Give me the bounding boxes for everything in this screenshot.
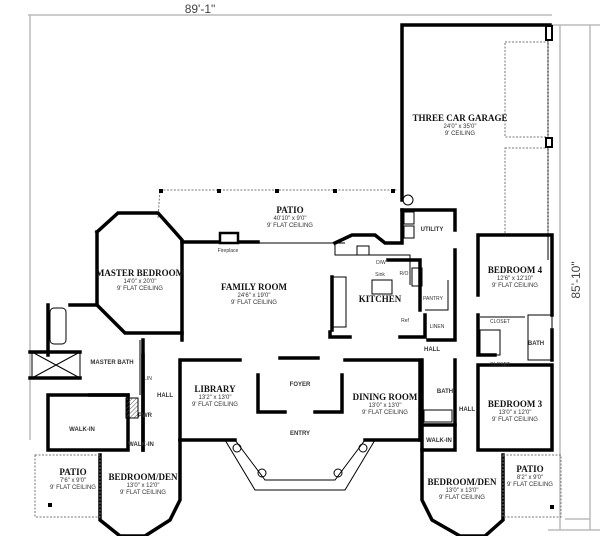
room-entry: ENTRY (290, 431, 310, 437)
right-wing-walls (420, 358, 562, 536)
room-size: 13'0" x 12'0" (127, 483, 160, 489)
closet-bottom-label: CLOSET (490, 362, 510, 368)
room-size: 8'2" x 9'0" (517, 475, 543, 481)
room-name: PATIO (276, 205, 303, 215)
room-ceiling: 9' FLAT CEILING (231, 300, 277, 306)
room-ceiling: 9' FLAT CEILING (267, 223, 313, 229)
room-size: 40'10" x 9'0" (274, 216, 307, 222)
room-size: 13'0" x 12'0" (499, 410, 532, 416)
bedroom4-walls (476, 233, 554, 362)
room-bedroom-den-left: BEDROOM/DEN 13'0" x 12'0" 9' FLAT CEILIN… (108, 472, 178, 496)
garage-walls (400, 23, 553, 260)
room-patio-left: PATIO 7'6" x 9'0" 9' FLAT CEILING (50, 467, 96, 491)
room-bath-right: BATH (437, 389, 453, 395)
lin-label: LIN (144, 376, 152, 382)
room-patio-rear: PATIO 40'10" x 9'0" 9' FLAT CEILING (267, 205, 313, 229)
room-name: BEDROOM 3 (488, 399, 543, 409)
room-size: 7'6" x 9'0" (60, 478, 86, 484)
room-name: BEDROOM/DEN (427, 477, 497, 487)
room-ceiling: 9' FLAT CEILING (507, 482, 553, 488)
room-name: LIBRARY (194, 384, 236, 394)
ro-label: R/O (400, 271, 409, 277)
room-size: 12'6" x 12'10" (497, 276, 533, 282)
room-size: 13'2" x 13'0" (199, 395, 232, 401)
kitchen-fixtures (328, 245, 427, 339)
closet-top-label: CLOSET (490, 319, 510, 325)
room-name: DINING ROOM (353, 392, 418, 402)
room-kitchen: KITCHEN (359, 294, 402, 304)
hall-left-label: HALL (157, 393, 173, 399)
room-library: LIBRARY 13'2" x 13'0" 9' FLAT CEILING (192, 384, 238, 408)
room-master-bedroom: MASTER BEDROOM 14'0" x 20'0" 9' FLAT CEI… (96, 268, 185, 292)
room-size: 24'0" x 35'0" (444, 124, 477, 130)
left-wing-walls (34, 438, 182, 536)
room-bedroom4: BEDROOM 4 12'6" x 12'10" 9' FLAT CEILING (488, 265, 543, 289)
fireplace-label: Fireplace (218, 248, 239, 254)
room-garage: THREE CAR GARAGE 24'0" x 35'0" 9' CEILIN… (412, 113, 507, 137)
room-name: BEDROOM/DEN (108, 472, 178, 482)
room-name: MASTER BEDROOM (96, 268, 185, 278)
width-dimension: 89'-1" (185, 2, 216, 16)
room-utility: UTILITY (421, 227, 444, 233)
room-ceiling: 9' FLAT CEILING (492, 417, 538, 423)
room-ceiling: 9' FLAT CEILING (192, 402, 238, 408)
room-name: PATIO (59, 467, 86, 477)
room-ceiling: 9' FLAT CEILING (117, 286, 163, 292)
room-master-bath: MASTER BATH (90, 360, 133, 366)
room-ceiling: 9' CEILING (445, 131, 475, 137)
hall-right-label: HALL (459, 407, 475, 413)
room-patio-right: PATIO 8'2" x 9'0" 9' FLAT CEILING (507, 464, 553, 488)
family-room-walls (180, 231, 404, 342)
room-family-room: FAMILY ROOM 24'6" x 19'0" 9' FLAT CEILIN… (221, 282, 287, 306)
master-bedroom-walls (68, 211, 184, 335)
room-name: THREE CAR GARAGE (412, 113, 507, 123)
room-walkin-master: WALK-IN (69, 427, 95, 433)
room-name: PATIO (516, 464, 543, 474)
rear-patio (157, 189, 398, 219)
room-walkin-left: WALK-IN (128, 442, 154, 448)
room-bath-bed4: BATH (528, 341, 544, 347)
room-name: FAMILY ROOM (221, 282, 287, 292)
depth-dimension: 85'-10" (569, 261, 583, 298)
sink-label: Sink (375, 272, 385, 278)
room-ceiling: 9' FLAT CEILING (362, 410, 408, 416)
room-bedroom-den-right: BEDROOM/DEN 13'0" x 13'0" 9' FLAT CEILIN… (427, 477, 497, 501)
room-size: 13'0" x 13'0" (446, 488, 479, 494)
room-name: BEDROOM 4 (488, 265, 543, 275)
utility-walls (400, 208, 457, 342)
room-ceiling: 9' FLAT CEILING (120, 490, 166, 496)
dw-label: D/W (376, 260, 386, 266)
room-size: 13'0" x 13'0" (369, 403, 402, 409)
room-foyer: FOYER (290, 382, 311, 388)
room-pwr: PWR (138, 413, 153, 419)
room-size: 24'6" x 19'0" (238, 293, 271, 299)
central-walls (141, 353, 422, 491)
linen-label: LINEN (430, 324, 445, 330)
room-ceiling: 9' FLAT CEILING (439, 495, 485, 501)
room-walkin-right: WALK-IN (426, 438, 452, 444)
overall-dimension-lines (28, 14, 600, 531)
room-size: 14'0" x 20'0" (124, 279, 157, 285)
ref-label: Ref (401, 318, 409, 324)
hall-kitchen-label: HALL (424, 347, 440, 353)
pantry-label: PANTRY (423, 296, 443, 302)
room-bedroom3: BEDROOM 3 13'0" x 12'0" 9' FLAT CEILING (488, 399, 543, 423)
room-ceiling: 9' FLAT CEILING (50, 485, 96, 491)
room-dining-room: DINING ROOM 13'0" x 13'0" 9' FLAT CEILIN… (353, 392, 418, 416)
room-ceiling: 9' FLAT CEILING (492, 283, 538, 289)
